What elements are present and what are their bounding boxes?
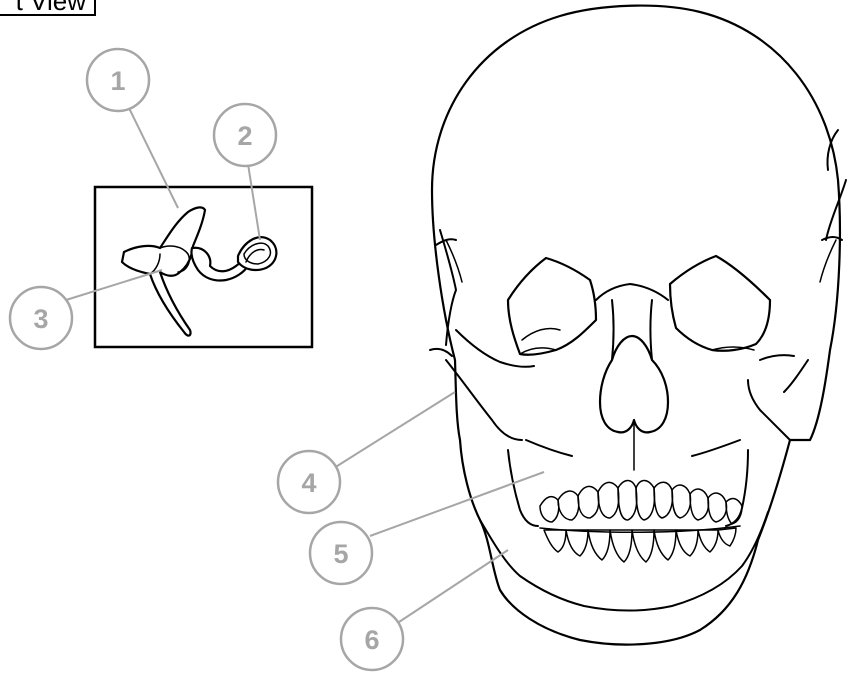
leader-4 [334,392,455,468]
skull-illustration [430,6,846,645]
callout-3-number: 3 [33,304,48,334]
leader-6 [396,550,508,624]
ossicles-inset [95,187,312,347]
callout-6-number: 6 [364,625,379,655]
callout-1: 1 [87,49,149,111]
callout-5: 5 [310,522,372,584]
callout-6: 6 [341,608,403,670]
callout-4-number: 4 [301,468,316,498]
callout-2: 2 [214,104,276,166]
callout-3: 3 [10,287,72,349]
callout-2-number: 2 [237,121,252,151]
callout-5-number: 5 [333,539,348,569]
callout-4: 4 [278,451,340,513]
callout-1-number: 1 [110,66,125,96]
